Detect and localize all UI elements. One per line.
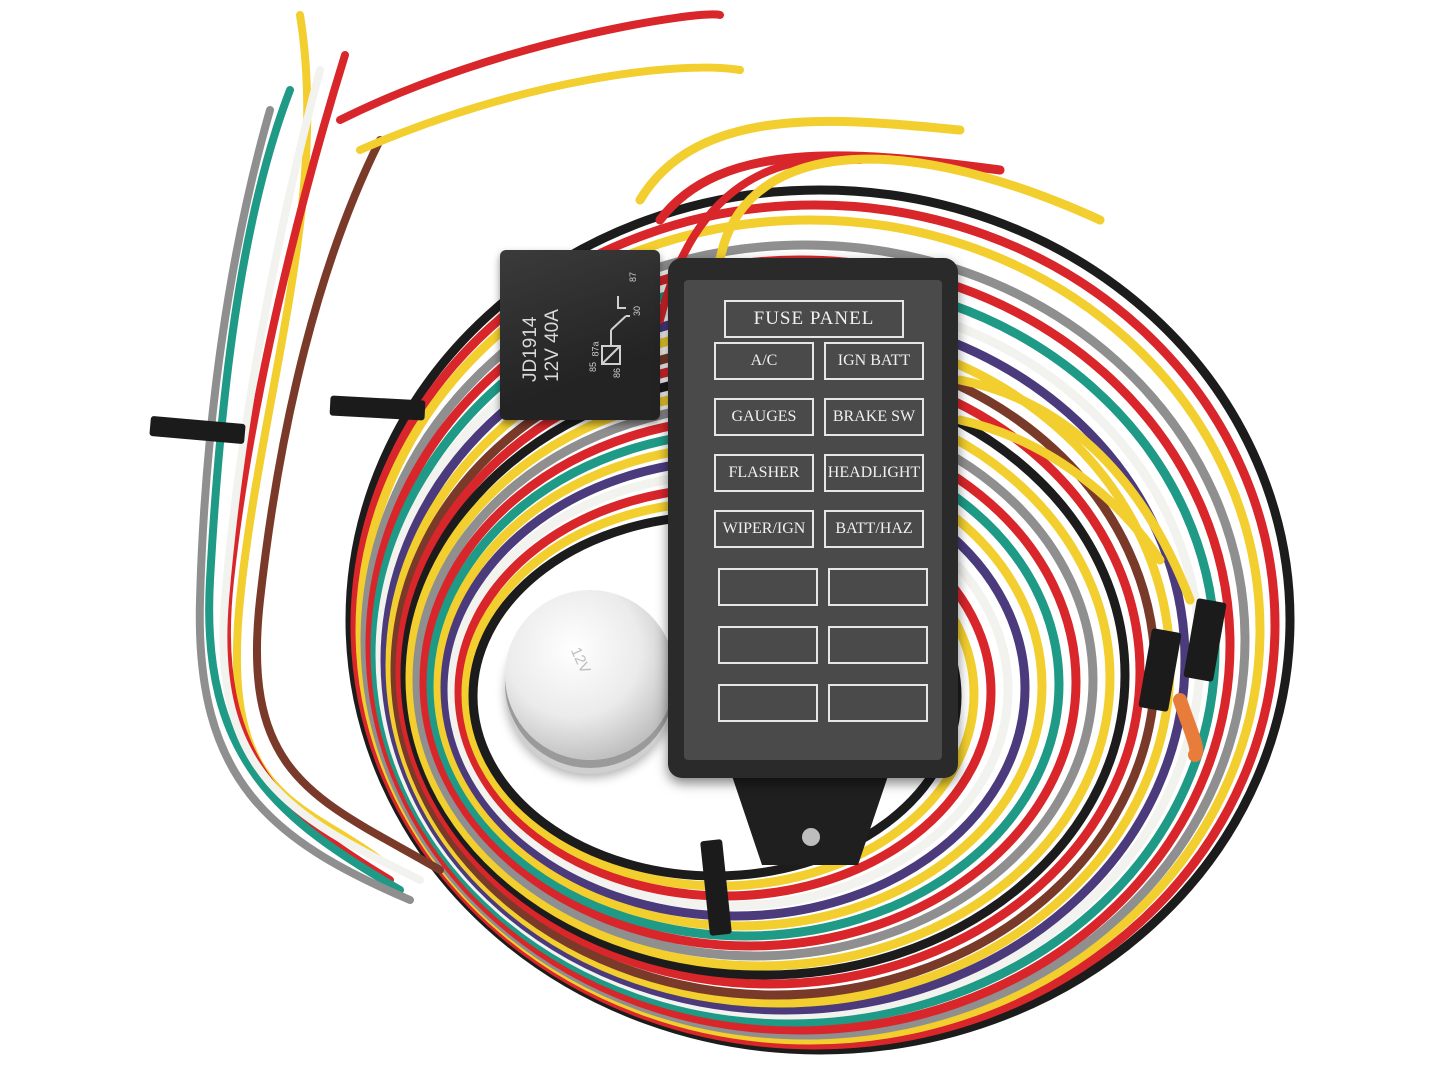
- fuse-slot-blank: [828, 684, 928, 722]
- flasher-voltage-label: 12V: [567, 644, 594, 677]
- fuse-slot-blank: [718, 626, 818, 664]
- mount-hole: [802, 828, 820, 846]
- fuse-panel-face: FUSE PANEL A/C IGN BATT GAUGES BRAKE SW …: [684, 280, 942, 760]
- fuse-slot-blank: [718, 684, 818, 722]
- flasher-can: 12V: [505, 590, 675, 760]
- fuse-slot-ac: A/C: [714, 342, 814, 380]
- fuse-slot-blank: [828, 626, 928, 664]
- fuse-slot-batt-haz: BATT/HAZ: [824, 510, 924, 548]
- fuse-slot-blank: [828, 568, 928, 606]
- fuse-slot-ign-batt: IGN BATT: [824, 342, 924, 380]
- relay-label: JD1914 12V 40A: [520, 309, 564, 382]
- fuse-box: FUSE PANEL A/C IGN BATT GAUGES BRAKE SW …: [668, 258, 958, 778]
- relay-pin-labels: 87 30 85 87a 86: [588, 271, 643, 379]
- relay-rating: 12V 40A: [542, 309, 563, 382]
- fuse-panel-title: FUSE PANEL: [724, 300, 904, 338]
- fuse-slot-flasher: FLASHER: [714, 454, 814, 492]
- fuse-box-mount-tab: [730, 770, 890, 865]
- fuse-slot-wiper-ign: WIPER/IGN: [714, 510, 814, 548]
- relay-schematic-icon: [601, 296, 630, 365]
- relay: JD1914 12V 40A 87 30 85 87a 86: [500, 250, 660, 420]
- fuse-slot-headlight: HEADLIGHT: [824, 454, 924, 492]
- fuse-slot-blank: [718, 568, 818, 606]
- fuse-slot-gauges: GAUGES: [714, 398, 814, 436]
- fuse-slot-brake-sw: BRAKE SW: [824, 398, 924, 436]
- relay-model: JD1914: [520, 316, 541, 383]
